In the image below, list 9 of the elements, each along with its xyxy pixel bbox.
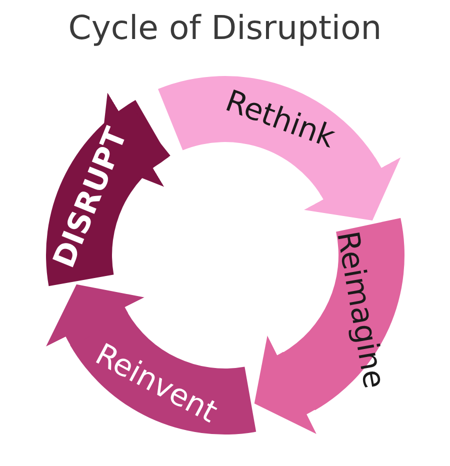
- arrow: [46, 284, 144, 347]
- arc-segment: [70, 312, 256, 434]
- diagram-title: Cycle of Disruption: [68, 8, 382, 47]
- arc-segment: [282, 218, 404, 410]
- arrow: [304, 156, 400, 220]
- arc-segment: [158, 76, 377, 196]
- segment-label: Reimagine: [332, 228, 389, 390]
- arc-segment: [46, 100, 168, 286]
- arrow: [254, 336, 317, 434]
